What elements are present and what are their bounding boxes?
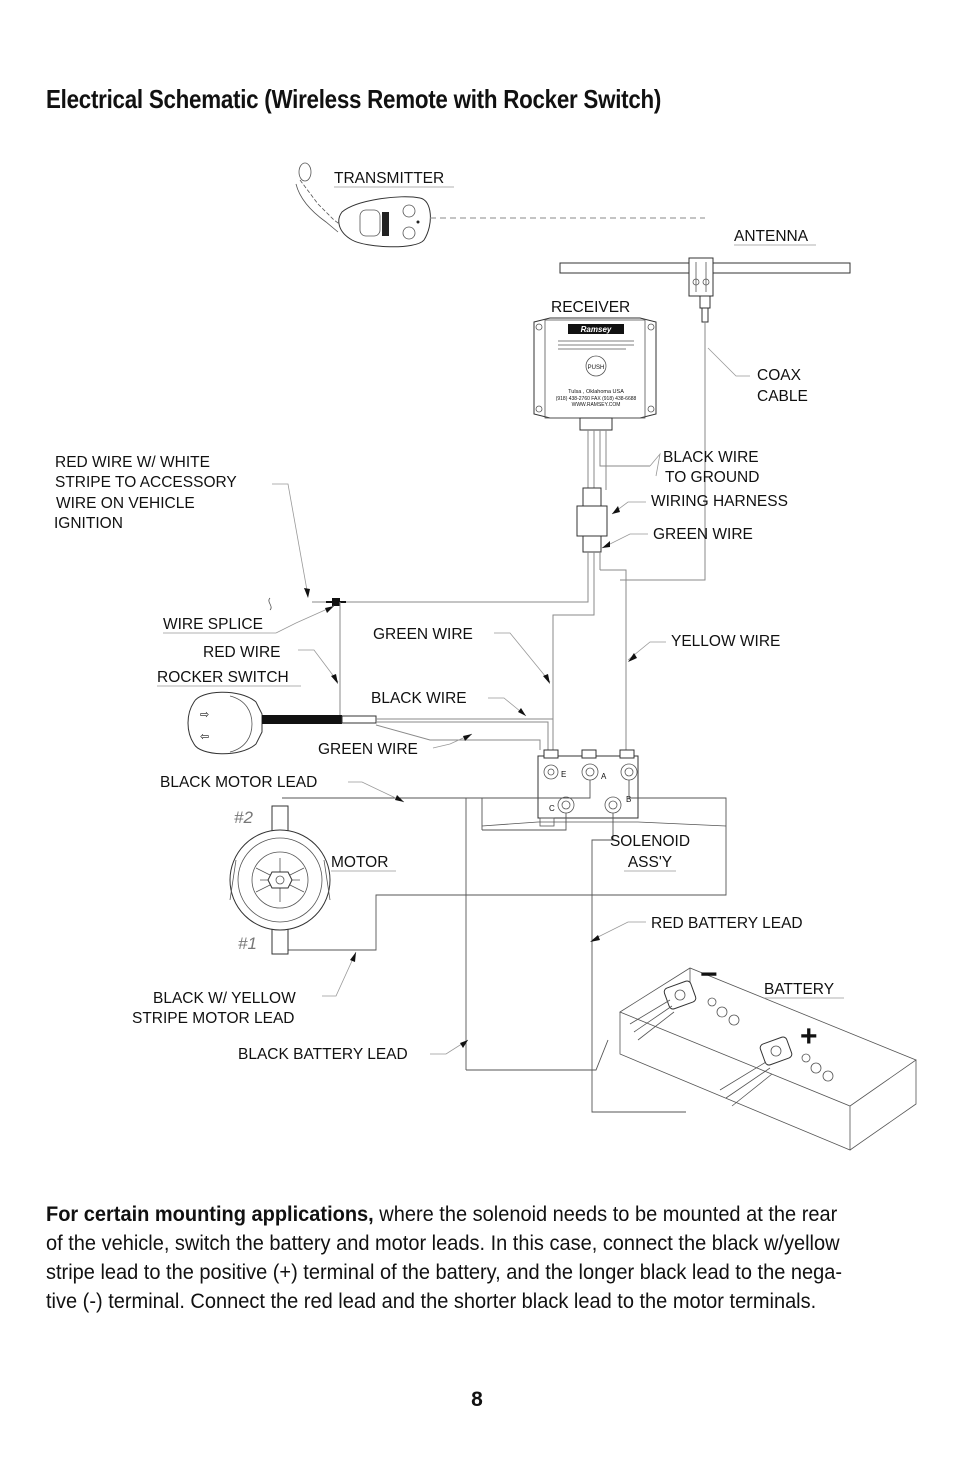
label-red-white-4: IGNITION <box>54 515 123 532</box>
label-green-wire-harness: GREEN WIRE <box>653 526 753 543</box>
mounting-note-lead-in: For certain mounting applications, <box>46 1202 374 1226</box>
ground-wire-line <box>599 430 650 467</box>
antenna <box>559 257 851 323</box>
label-green-wire-mid: GREEN WIRE <box>373 626 473 643</box>
terminal-c-label: C <box>549 804 555 813</box>
wiring-harness <box>576 487 608 570</box>
yellow-wire-line <box>600 569 627 750</box>
label-yellow-wire: YELLOW WIRE <box>671 633 780 650</box>
solenoid-assembly: E A C B <box>481 749 727 827</box>
coax-cable-line <box>620 322 706 581</box>
transmitter-fob <box>295 162 431 248</box>
motor-terminal-1-label: #1 <box>238 934 257 953</box>
label-black-wire-ground-1: BLACK WIRE <box>663 449 759 466</box>
wire-splice <box>326 598 346 606</box>
label-black-battery-lead: BLACK BATTERY LEAD <box>238 1046 408 1063</box>
receiver-push-button: PUSH <box>588 365 605 371</box>
label-black-wire-mid: BLACK WIRE <box>371 690 467 707</box>
page-title: Electrical Schematic (Wireless Remote wi… <box>46 84 662 114</box>
label-red-white-3: WIRE ON VEHICLE <box>56 495 195 512</box>
label-battery: BATTERY <box>764 981 834 998</box>
battery-positive-symbol: + <box>800 1020 818 1053</box>
label-red-white-1: RED WIRE W/ WHITE <box>55 454 210 471</box>
label-red-battery-lead: RED BATTERY LEAD <box>651 915 803 932</box>
battery: − + <box>619 958 917 1151</box>
switch-green-wire-line <box>375 724 541 750</box>
receiver-maker: Tulsa , Oklahoma USA <box>568 389 624 395</box>
label-rocker-switch: ROCKER SWITCH <box>157 669 289 686</box>
receiver-phone: (918) 438-2760 FAX (918) 438-6688 <box>556 396 637 402</box>
switch-black-wire-line <box>376 721 549 750</box>
label-wiring-harness: WIRING HARNESS <box>651 493 788 510</box>
label-antenna: ANTENNA <box>734 228 809 245</box>
black-yellow-motor-lead-line <box>282 780 727 951</box>
label-solenoid-2: ASS'Y <box>628 854 672 871</box>
label-motor: MOTOR <box>331 854 388 871</box>
rocker-down-arrow-icon: ⇦ <box>200 731 209 743</box>
label-solenoid-1: SOLENOID <box>610 833 690 850</box>
harness-green-wire-line <box>552 570 595 750</box>
label-black-wire-ground-2: TO GROUND <box>665 469 759 486</box>
label-coax-cable-2: CABLE <box>757 388 808 405</box>
label-red-white-2: STRIPE TO ACCESSORY <box>55 474 237 491</box>
receiver-box: Ramsey PUSH Tulsa , Oklahoma USA (918) 4… <box>533 317 657 431</box>
black-battery-lead-line <box>465 780 591 1070</box>
label-wire-splice: WIRE SPLICE <box>163 616 263 633</box>
label-black-yellow-1: BLACK W/ YELLOW <box>153 990 296 1007</box>
label-receiver: RECEIVER <box>551 299 630 316</box>
wiring-schematic: Ramsey PUSH Tulsa , Oklahoma USA (918) 4… <box>54 162 917 1151</box>
receiver-web: WWW.RAMSEY.COM <box>572 402 621 408</box>
red-battery-lead-line <box>591 813 686 1113</box>
terminal-b-label: B <box>626 795 631 804</box>
terminal-a-label: A <box>601 772 607 781</box>
battery-negative-symbol: − <box>700 958 718 991</box>
winch-motor: #2 #1 <box>229 805 331 955</box>
motor-terminal-2-label: #2 <box>234 808 253 827</box>
receiver-brand: Ramsey <box>581 325 612 334</box>
label-coax-cable-1: COAX <box>757 367 802 384</box>
rocker-up-arrow-icon: ⇨ <box>200 709 209 721</box>
label-red-wire: RED WIRE <box>203 644 281 661</box>
mounting-note: For certain mounting applications, where… <box>46 1200 848 1316</box>
label-black-yellow-2: STRIPE MOTOR LEAD <box>132 1010 295 1027</box>
label-green-wire-switch: GREEN WIRE <box>318 741 418 758</box>
label-transmitter: TRANSMITTER <box>334 170 444 187</box>
red-ignition-wire-line <box>312 570 589 603</box>
terminal-e-label: E <box>561 770 566 779</box>
page-number: 8 <box>471 1388 483 1411</box>
mounting-note-body: where the solenoid needs to be mounted a… <box>46 1202 843 1313</box>
label-black-motor-lead: BLACK MOTOR LEAD <box>160 774 317 791</box>
